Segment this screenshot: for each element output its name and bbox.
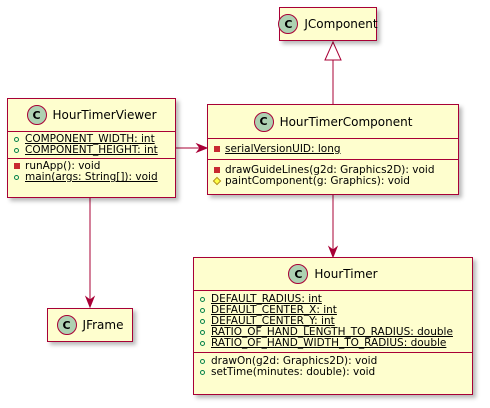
field-row: RATIO_OF_HAND_WIDTH_TO_RADIUS: double <box>200 338 468 349</box>
fields-compartment: DEFAULT_RADIUS: int DEFAULT_CENTER_X: in… <box>194 290 472 352</box>
class-name: HourTimerViewer <box>52 108 157 122</box>
field-row: serialVersionUID: long <box>214 144 454 155</box>
method-row: runApp(): void <box>14 161 171 172</box>
field-text: DEFAULT_CENTER_Y: int <box>211 315 335 327</box>
field-text: COMPONENT_WIDTH: int <box>25 133 155 145</box>
public-marker-icon <box>14 172 25 183</box>
method-row: paintComponent(g: Graphics): void <box>212 175 454 187</box>
field-text: serialVersionUID: long <box>225 143 341 155</box>
class-header: C HourTimer <box>194 258 472 290</box>
public-marker-icon <box>200 305 211 316</box>
private-marker-icon <box>214 144 225 155</box>
field-row: COMPONENT_HEIGHT: int <box>14 145 171 156</box>
public-marker-icon <box>200 327 211 338</box>
class-header: C HourTimerComponent <box>208 105 458 138</box>
field-row: COMPONENT_WIDTH: int <box>14 134 171 145</box>
method-row: main(args: String[]): void <box>14 172 171 183</box>
class-name: JFrame <box>82 318 124 332</box>
field-text: RATIO_OF_HAND_WIDTH_TO_RADIUS: double <box>211 337 447 349</box>
generalization-arrowhead <box>324 40 342 61</box>
public-marker-icon <box>200 356 211 367</box>
method-text: drawOn(g2d: Graphics2D): void <box>211 355 378 367</box>
method-text: drawGuideLines(g2d: Graphics2D): void <box>225 164 435 176</box>
public-marker-icon <box>200 316 211 327</box>
public-marker-icon <box>14 145 25 156</box>
class-badge-icon: C <box>56 315 77 335</box>
viewer-to-component-arrowhead <box>195 142 209 154</box>
class-hourtimerviewer: C HourTimerViewer COMPONENT_WIDTH: int C… <box>7 98 176 198</box>
method-row: drawGuideLines(g2d: Graphics2D): void <box>214 165 454 176</box>
public-marker-icon <box>14 134 25 145</box>
class-hourtimercomponent: C HourTimerComponent serialVersionUID: l… <box>207 104 459 195</box>
field-row: RATIO_OF_HAND_LENGTH_TO_RADIUS: double <box>200 327 468 338</box>
public-marker-icon <box>200 338 211 349</box>
class-badge-icon: C <box>288 264 309 284</box>
methods-compartment: drawOn(g2d: Graphics2D): void setTime(mi… <box>194 352 472 380</box>
method-row: setTime(minutes: double): void <box>200 367 468 378</box>
field-row: DEFAULT_RADIUS: int <box>200 294 468 305</box>
public-marker-icon <box>200 367 211 378</box>
class-name: HourTimerComponent <box>279 114 413 129</box>
method-text: runApp(): void <box>25 160 101 172</box>
private-marker-icon <box>214 165 225 176</box>
methods-compartment: runApp(): void main(args: String[]): voi… <box>8 158 175 185</box>
class-badge-icon: C <box>253 111 274 132</box>
class-header: C JFrame <box>48 309 132 341</box>
method-text: paintComponent(g: Graphics): void <box>225 175 410 187</box>
fields-compartment: serialVersionUID: long <box>208 138 458 159</box>
class-header: C JComponent <box>278 8 378 40</box>
private-marker-icon <box>14 161 25 172</box>
class-hourtimer: C HourTimer DEFAULT_RADIUS: int DEFAULT_… <box>193 257 473 395</box>
method-text: main(args: String[]): void <box>25 171 158 183</box>
field-text: DEFAULT_RADIUS: int <box>211 293 322 305</box>
component-to-timer-arrowhead <box>327 245 339 259</box>
public-marker-icon <box>200 294 211 305</box>
field-text: RATIO_OF_HAND_LENGTH_TO_RADIUS: double <box>211 326 453 338</box>
class-badge-icon: C <box>278 14 299 34</box>
class-name: JComponent <box>304 17 378 31</box>
class-jcomponent: C JComponent <box>278 7 378 41</box>
field-row: DEFAULT_CENTER_X: int <box>200 305 468 316</box>
class-name: HourTimer <box>314 267 378 281</box>
class-jframe: C JFrame <box>47 308 133 342</box>
field-text: DEFAULT_CENTER_X: int <box>211 304 337 316</box>
method-row: drawOn(g2d: Graphics2D): void <box>200 356 468 367</box>
method-text: setTime(minutes: double): void <box>211 366 376 378</box>
class-badge-icon: C <box>26 105 47 125</box>
fields-compartment: COMPONENT_WIDTH: int COMPONENT_HEIGHT: i… <box>8 131 175 158</box>
field-text: COMPONENT_HEIGHT: int <box>25 144 158 156</box>
viewer-to-jframe-arrowhead <box>84 295 96 309</box>
methods-compartment: drawGuideLines(g2d: Graphics2D): void pa… <box>208 159 458 189</box>
protected-marker-icon <box>212 176 225 187</box>
class-header: C HourTimerViewer <box>8 99 175 131</box>
field-row: DEFAULT_CENTER_Y: int <box>200 316 468 327</box>
